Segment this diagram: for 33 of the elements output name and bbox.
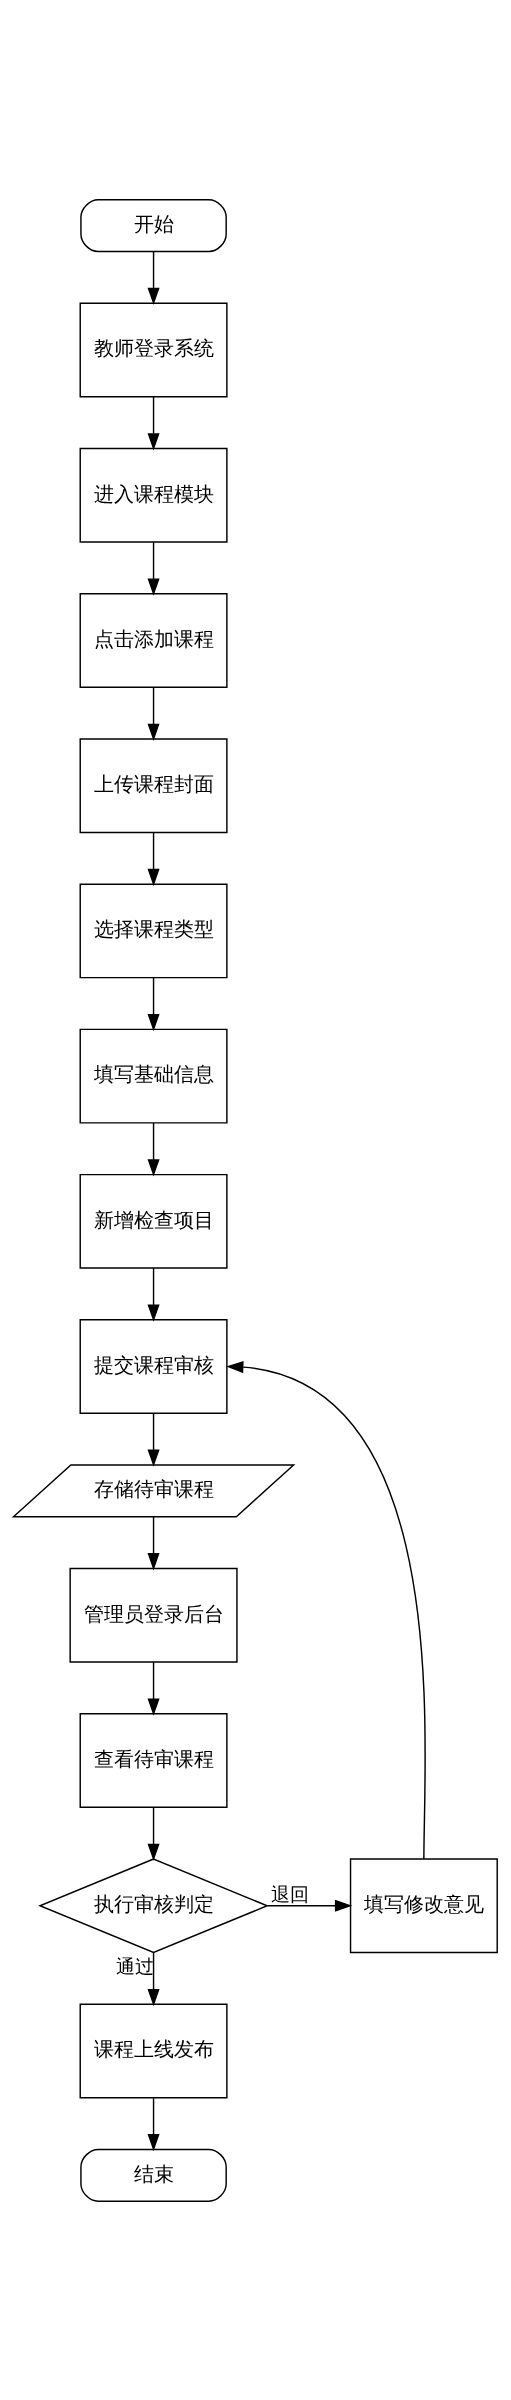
arrow [147, 686, 160, 741]
arrow [147, 2097, 160, 2151]
node-box: 管理员登录后台 [69, 1567, 238, 1663]
arrow [147, 1806, 160, 1861]
arrow [147, 1951, 160, 2006]
node-box: 结束 [80, 2148, 227, 2202]
arrow [147, 976, 160, 1031]
arrow [147, 395, 160, 450]
node-box: 填写基础信息 [79, 1028, 228, 1124]
arrow [147, 831, 160, 886]
edge-label: 通过 [115, 1955, 154, 1977]
arrow [147, 1515, 160, 1570]
node-box: 点击添加课程 [79, 592, 228, 688]
node-box: 填写修改意见 [349, 1857, 498, 1953]
arrow [147, 1661, 160, 1716]
node-box: 新增检查项目 [79, 1173, 228, 1269]
node-box: 教师登录系统 [79, 302, 228, 397]
edge-label: 退回 [271, 1883, 310, 1905]
arrow [147, 1121, 160, 1177]
node-box: 查看待审课程 [79, 1712, 228, 1808]
node-box: 开始 [80, 198, 227, 252]
node-box: 选择课程类型 [79, 882, 228, 978]
arrow [226, 1360, 426, 1860]
node-box: 课程上线发布 [79, 2003, 228, 2098]
arrow [147, 1412, 160, 1467]
arrow [266, 1899, 353, 1912]
arrow [147, 1267, 160, 1322]
arrow [147, 250, 160, 305]
node-box: 上传课程封面 [79, 737, 228, 833]
arrow [147, 540, 160, 596]
node-box: 进入课程模块 [79, 447, 228, 543]
node-box: 提交课程审核 [79, 1318, 228, 1414]
node-diamond: 执行审核判定 [38, 1857, 270, 1953]
